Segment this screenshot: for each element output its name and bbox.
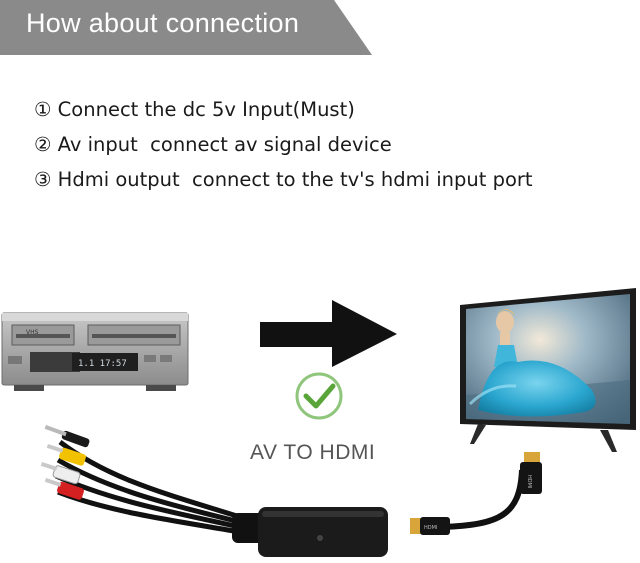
instruction-step-2: ② Av input connect av signal device [34,133,392,156]
vcr-device: VHS 1.1 17:57 [1,312,189,391]
svg-text:HDMI: HDMI [526,475,532,488]
arrow-right-icon [260,300,397,367]
svg-text:VHS: VHS [26,329,39,336]
product-caption: AV TO HDMI [250,441,376,464]
header-banner [0,0,372,55]
television [460,288,636,452]
instruction-step-3: ③ Hdmi output connect to the tv's hdmi i… [34,168,533,191]
instruction-list: ① Connect the dc 5v Input(Must) ② Av inp… [34,92,533,197]
checkmark-icon [295,372,343,420]
instruction-step-1: ① Connect the dc 5v Input(Must) [34,98,355,121]
hdmi-cable: HDMI HDMI [410,452,542,535]
rca-cables [40,424,241,535]
svg-text:1.1 17:57: 1.1 17:57 [78,359,127,369]
section-title: How about connection [26,8,300,38]
av-to-hdmi-converter [232,507,388,557]
svg-text:HDMI: HDMI [424,525,437,531]
